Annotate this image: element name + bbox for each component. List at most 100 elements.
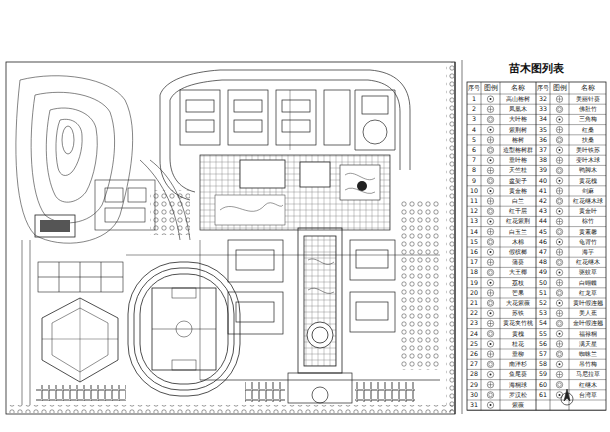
row-number: 9	[472, 178, 476, 184]
plant-symbol	[558, 199, 562, 203]
plant-symbol	[487, 157, 493, 163]
plant-name: 造型榕树群	[503, 147, 533, 153]
plant-name: 吊竹梅	[579, 361, 597, 367]
row-number: 5	[472, 137, 476, 143]
plant-symbol	[556, 167, 562, 173]
plant-symbol	[559, 210, 561, 212]
table-rule	[467, 104, 606, 105]
table-rule	[467, 206, 606, 207]
row-number: 27	[470, 361, 478, 367]
plant-symbol	[487, 137, 493, 143]
plant-symbol	[488, 107, 493, 112]
plant-symbol	[558, 383, 562, 387]
row-number: 18	[470, 269, 478, 275]
plant-symbol	[558, 108, 562, 112]
plant-symbol	[558, 291, 562, 295]
table-rule	[467, 94, 606, 95]
table-rule	[467, 318, 606, 319]
plant-name: 假槟榔	[509, 249, 527, 255]
row-number: 56	[539, 341, 547, 347]
row-number: 10	[470, 188, 478, 194]
row-number: 4	[472, 127, 476, 133]
row-number: 22	[470, 310, 478, 316]
plant-symbol	[556, 137, 562, 143]
row-number: 55	[539, 331, 547, 337]
plant-symbol	[487, 116, 493, 122]
table-rule	[467, 226, 606, 227]
plant-symbol	[487, 178, 493, 184]
plant-name: 黄金叶	[579, 208, 597, 214]
table-rule	[467, 134, 606, 135]
plant-name: 木棉	[512, 239, 524, 245]
plant-name: 红继木	[579, 382, 597, 388]
plant-symbol	[489, 210, 493, 214]
plant-symbol	[558, 138, 562, 142]
plant-name: 大叶榕	[509, 116, 527, 122]
plant-symbol	[556, 320, 562, 326]
plant-name: 美叶铁苏	[576, 147, 600, 153]
plant-symbol	[556, 290, 562, 296]
row-number: 54	[539, 320, 547, 326]
plant-symbol	[487, 147, 493, 153]
row-number: 41	[539, 188, 547, 194]
row-number: 25	[470, 341, 478, 347]
row-number: 11	[470, 198, 478, 204]
row-number: 23	[470, 320, 478, 326]
plant-name: 白兰	[512, 198, 524, 204]
table-rule	[467, 175, 606, 176]
plant-symbol	[487, 331, 493, 337]
row-number: 33	[539, 106, 547, 112]
row-number: 6	[472, 147, 476, 153]
plant-symbol	[559, 394, 561, 396]
plant-symbol	[558, 352, 562, 356]
plant-symbol	[487, 341, 493, 347]
row-number: 59	[539, 371, 547, 377]
plant-symbol	[487, 351, 493, 357]
table-rule	[467, 308, 606, 309]
plant-symbol	[487, 320, 493, 326]
plant-name: 海芋	[582, 249, 594, 255]
row-number: 45	[539, 229, 547, 235]
plant-symbol	[488, 352, 493, 357]
row-number: 19	[470, 280, 478, 286]
row-number: 57	[539, 351, 547, 357]
plant-symbol	[489, 363, 493, 367]
row-number: 42	[539, 198, 547, 204]
table-rule	[500, 82, 501, 410]
plant-symbol	[487, 269, 493, 275]
table-header: 序号	[537, 85, 549, 91]
table-rule	[467, 124, 606, 125]
plant-symbol	[556, 331, 562, 337]
plant-symbol	[487, 198, 493, 204]
plant-name: 佛肚竹	[579, 106, 597, 112]
plant-symbol	[559, 363, 561, 365]
row-number: 52	[539, 300, 547, 306]
row-number: 43	[539, 208, 547, 214]
plant-symbol	[490, 343, 492, 345]
row-number: 37	[539, 147, 547, 153]
table-header: 序号	[468, 85, 480, 91]
plant-symbol	[556, 96, 562, 102]
table-header: 名称	[581, 85, 595, 92]
plant-symbol	[490, 251, 492, 253]
plant-name: 盆架子	[509, 178, 527, 184]
plant-symbol	[490, 221, 492, 223]
row-number: 28	[470, 371, 478, 377]
row-number: 30	[470, 392, 478, 398]
plant-name: 马尼拉草	[576, 371, 600, 377]
plant-name: 垂柳	[512, 351, 524, 357]
plant-name: 台湾草	[579, 392, 597, 398]
plant-name: 满天星	[579, 341, 597, 347]
plant-symbol	[488, 260, 493, 265]
table-rule	[467, 328, 606, 329]
plant-symbol	[489, 332, 493, 336]
table-rule	[467, 216, 606, 217]
table-rule	[467, 196, 606, 197]
plant-name: 凤凰木	[509, 106, 527, 112]
row-number: 60	[539, 382, 547, 388]
plant-symbol	[490, 374, 492, 376]
table-rule	[467, 349, 606, 350]
plant-symbol	[556, 392, 562, 398]
table-rule	[467, 155, 606, 156]
